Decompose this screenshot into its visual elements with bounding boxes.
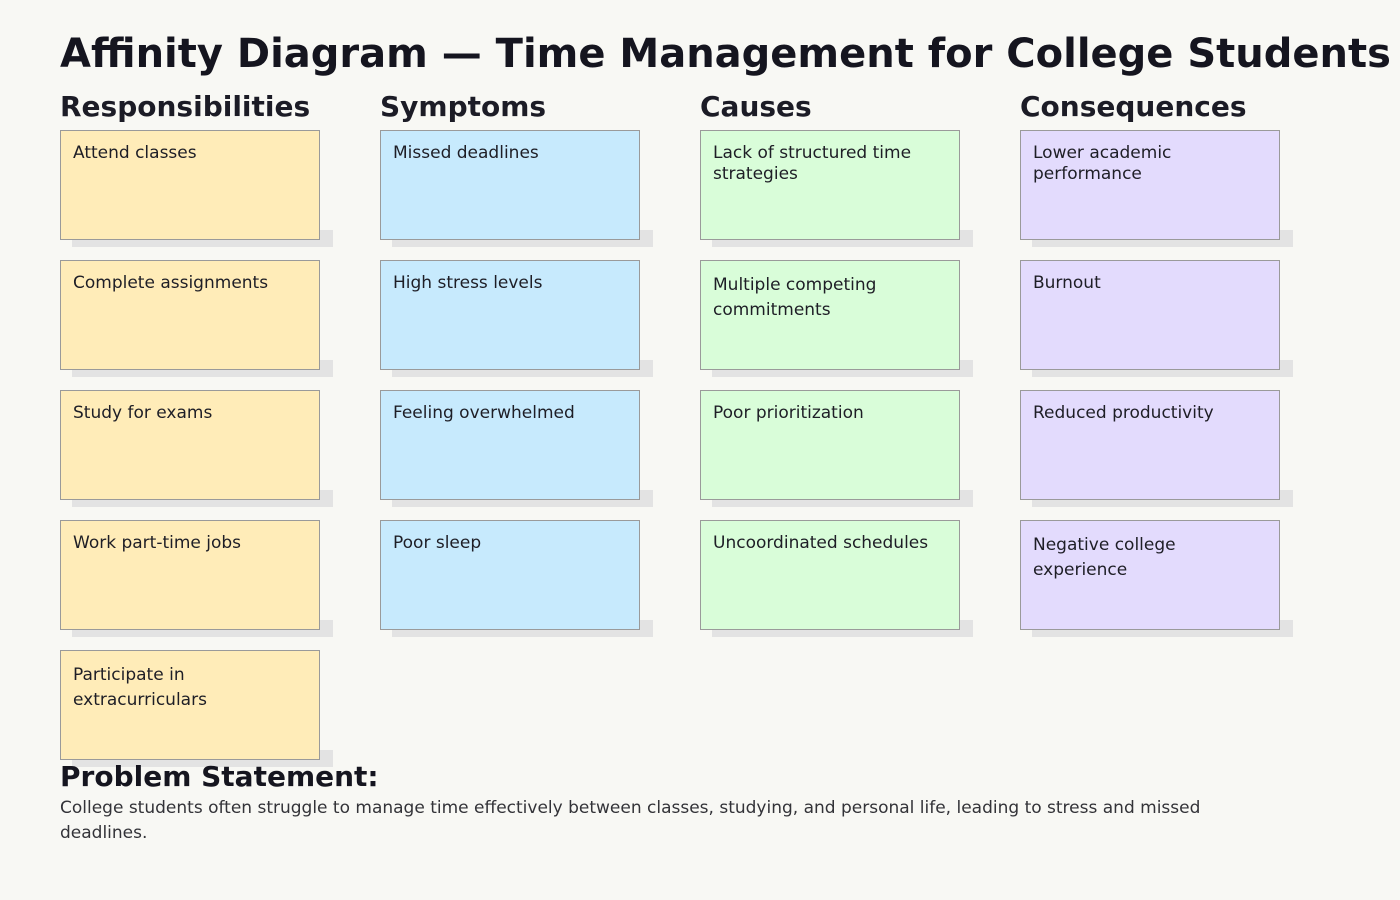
note-text: Study for exams [73,403,213,423]
note-card: Work part-time jobs [60,520,320,630]
note-text: Work part-time jobs [73,533,242,553]
note-text: Burnout [1033,273,1101,293]
note-card: Negative college experience [1020,520,1280,630]
note-card: Poor sleep [380,520,640,630]
sticky-note: Reduced productivity [1020,390,1293,507]
problem-statement: Problem Statement: College students ofte… [60,760,1280,846]
note-card: Uncoordinated schedules [700,520,960,630]
note-card: Poor prioritization [700,390,960,500]
note-card: Feeling overwhelmed [380,390,640,500]
page-title: Affinity Diagram — Time Management for C… [60,31,1391,77]
note-text: High stress levels [393,273,543,293]
note-text: Multiple competing commitments [713,275,877,320]
note-card: High stress levels [380,260,640,370]
sticky-note: High stress levels [380,260,653,377]
column-heading: Symptoms [380,90,547,123]
sticky-note: Uncoordinated schedules [700,520,973,637]
sticky-note: Study for exams [60,390,333,507]
sticky-note: Negative college experience [1020,520,1293,637]
sticky-note: Participate in extracurriculars [60,650,333,767]
note-card: Missed deadlines [380,130,640,240]
note-text: Lower academic performance [1033,143,1172,184]
note-card: Lack of structured time strategies [700,130,960,240]
note-text: Complete assignments [73,273,269,293]
column-heading: Responsibilities [60,90,311,123]
column-heading: Consequences [1020,90,1247,123]
problem-heading: Problem Statement: [60,760,379,793]
note-card: Reduced productivity [1020,390,1280,500]
note-text: Feeling overwhelmed [393,403,575,423]
sticky-note: Lack of structured time strategies [700,130,973,247]
note-card: Complete assignments [60,260,320,370]
note-text: Lack of structured time strategies [713,143,912,184]
problem-text: College students often struggle to manag… [60,798,1201,843]
note-text: Poor prioritization [713,403,864,423]
note-card: Participate in extracurriculars [60,650,320,760]
note-card: Attend classes [60,130,320,240]
sticky-note: Poor prioritization [700,390,973,507]
note-card: Burnout [1020,260,1280,370]
note-text: Attend classes [73,143,197,163]
sticky-note: Lower academic performance [1020,130,1293,247]
sticky-note: Complete assignments [60,260,333,377]
sticky-note: Poor sleep [380,520,653,637]
sticky-note: Multiple competing commitments [700,260,973,377]
note-text: Poor sleep [393,533,482,553]
sticky-note: Work part-time jobs [60,520,333,637]
note-text: Participate in extracurriculars [73,665,207,710]
note-text: Reduced productivity [1033,403,1214,423]
note-card: Lower academic performance [1020,130,1280,240]
note-card: Study for exams [60,390,320,500]
column-heading: Causes [700,90,812,123]
note-card: Multiple competing commitments [700,260,960,370]
note-text: Uncoordinated schedules [713,533,929,553]
sticky-note: Missed deadlines [380,130,653,247]
sticky-note: Burnout [1020,260,1293,377]
sticky-note: Attend classes [60,130,333,247]
sticky-note: Feeling overwhelmed [380,390,653,507]
column-causes: Causes Lack of structured time strategie… [700,88,1000,650]
note-text: Missed deadlines [393,143,539,163]
note-text: Negative college experience [1033,535,1176,580]
